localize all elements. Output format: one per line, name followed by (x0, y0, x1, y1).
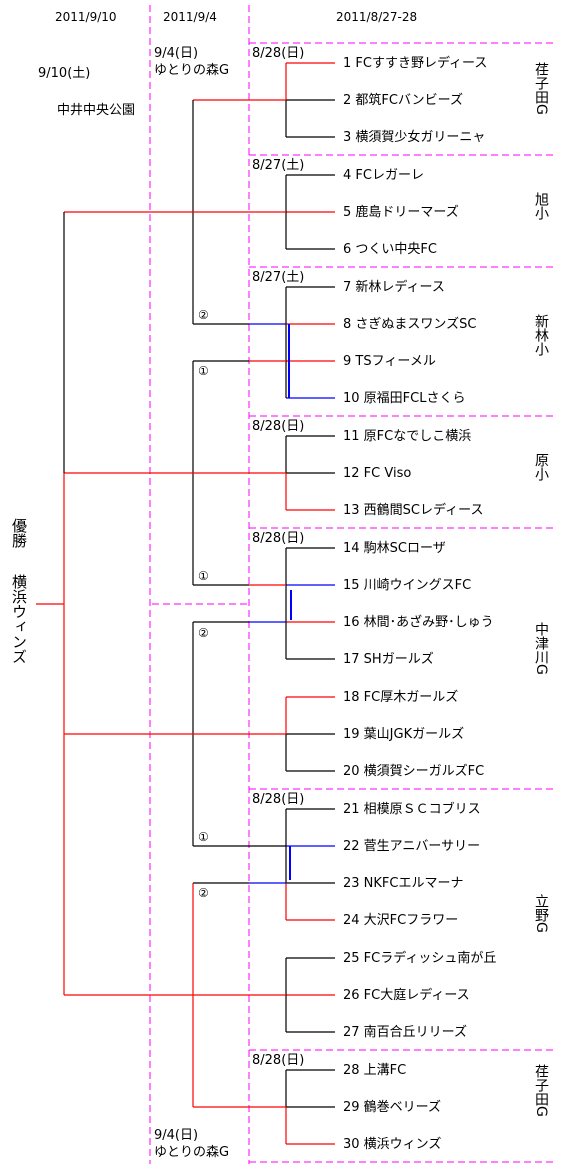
group-1-lines (249, 62, 335, 138)
team-label: 30 横浜ウィンズ (343, 1137, 442, 1152)
team-label: 12 FC Viso (343, 466, 412, 481)
match-marker: ② (198, 308, 209, 322)
column-dividers (149, 5, 557, 1164)
team-label: 13 西鶴間SCレディース (343, 503, 484, 518)
group-date: 8/27(土) (252, 158, 305, 173)
team-label: 4 FCレガーレ (343, 168, 424, 183)
group-date: 8/28(日) (252, 419, 305, 434)
group-venue: 旭小 (533, 192, 549, 220)
team-label: 8 さぎぬまスワンズSC (343, 317, 477, 332)
match-marker: ① (198, 830, 209, 844)
header-groups-date: 2011/8/27-28 (336, 10, 418, 24)
group-venue: 中津川G (533, 622, 549, 675)
group-venue: 荏子田G (533, 1064, 549, 1117)
final-date: 9/10(土) (38, 66, 91, 81)
team-label: 1 FCすすき野レディース (343, 56, 488, 71)
group-2-lines (249, 174, 335, 250)
group-date: 8/28(日) (252, 531, 305, 546)
group-venue: 立野G (533, 894, 549, 933)
group-date: 8/28(日) (252, 1053, 305, 1068)
team-label: 29 鶴巻ベリーズ (343, 1100, 442, 1115)
group-date: 8/28(日) (252, 46, 305, 61)
match-marker: ② (198, 886, 209, 900)
group-date: 8/28(日) (252, 792, 305, 807)
group-3-lines (249, 286, 335, 399)
team-label: 17 SHガールズ (343, 652, 434, 667)
header-semi-date: 2011/9/4 (163, 10, 217, 24)
group-6-lines (249, 808, 335, 1033)
header-final-date: 2011/9/10 (55, 10, 117, 24)
team-label: 10 原福田FCLさくら (343, 391, 466, 406)
semi-bottom-venue: ゆとりの森G (154, 1145, 230, 1160)
group-venue: 荏子田G (533, 62, 549, 115)
semi-top-date: 9/4(日) (154, 46, 199, 61)
team-label: 25 FCラディッシュ南が丘 (343, 951, 497, 966)
team-label: 7 新林レディース (343, 280, 445, 295)
match-marker: ① (198, 364, 209, 378)
semi-bottom-date: 9/4(日) (154, 1128, 199, 1143)
group-4-lines (249, 435, 335, 511)
group-5-lines (249, 547, 335, 772)
team-label: 18 FC厚木ガールズ (343, 690, 459, 705)
group-venue: 新林小 (533, 314, 549, 356)
match-marker: ① (198, 569, 209, 583)
team-label: 24 大沢FCフラワー (343, 913, 459, 928)
group-date: 8/27(土) (252, 270, 305, 285)
team-label: 6 つくい中央FC (343, 242, 437, 257)
team-label: 14 駒林SCローザ (343, 541, 446, 556)
group-venue: 原小 (533, 453, 549, 481)
team-label: 9 TSフィーメル (343, 354, 436, 369)
team-label: 11 原FCなでしこ横浜 (343, 429, 472, 444)
team-label: 2 都筑FCバンビーズ (343, 93, 463, 108)
group-7-lines (249, 1069, 335, 1145)
semi-top-venue: ゆとりの森G (154, 63, 230, 78)
team-label: 16 林間･あざみ野･しゅう (343, 615, 494, 630)
champion-name: 横浜ウィンズ (10, 574, 28, 664)
final-venue: 中井中央公園 (57, 103, 136, 118)
team-label: 19 葉山JGKガールズ (343, 727, 465, 742)
champion-title: 優勝 (10, 518, 28, 548)
team-label: 15 川崎ウイングスFC (343, 578, 472, 593)
team-label: 22 菅生アニバーサリー (343, 839, 481, 854)
final-lines (36, 211, 286, 996)
team-label: 23 NKFCエルマーナ (343, 876, 464, 891)
match-marker: ② (198, 626, 209, 640)
team-label: 20 横須賀シーガルズFC (343, 764, 485, 779)
team-label: 28 上溝FC (343, 1063, 407, 1078)
team-label: 27 南百合丘リリーズ (343, 1025, 468, 1040)
team-label: 3 横須賀少女ガリーニャ (343, 130, 486, 145)
team-label: 26 FC大庭レディース (343, 988, 470, 1003)
team-label: 5 鹿島ドリーマーズ (343, 205, 459, 220)
team-label: 21 相模原ＳＣコブリス (343, 802, 481, 817)
